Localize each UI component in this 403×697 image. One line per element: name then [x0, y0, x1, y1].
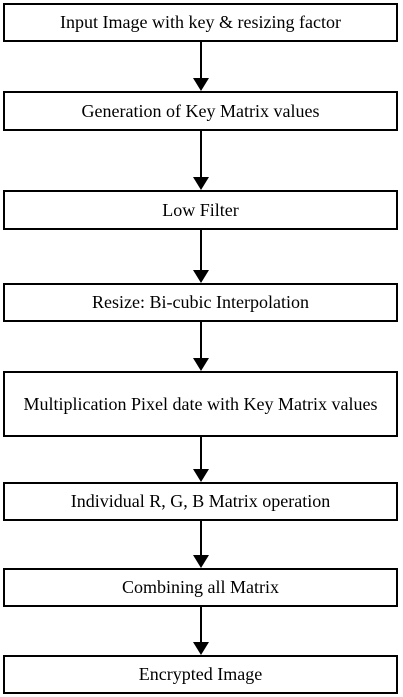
arrow-shaft: [200, 521, 202, 559]
step-label: Encrypted Image: [138, 664, 263, 684]
step-label: Low Filter: [162, 199, 239, 220]
arrow-shaft: [200, 131, 202, 181]
arrow-shaft: [200, 322, 202, 362]
flow-arrow: [193, 521, 209, 568]
arrow-head-icon: [193, 642, 209, 655]
step-resize-bicubic: Resize: Bi-cubic Interpolation: [3, 283, 398, 322]
step-label: Multiplication Pixel date with Key Matri…: [23, 393, 378, 414]
arrow-head-icon: [193, 469, 209, 482]
flow-arrow: [193, 131, 209, 190]
arrow-shaft: [200, 607, 202, 646]
step-pixel-multiplication: Multiplication Pixel date with Key Matri…: [3, 371, 398, 437]
flow-arrow: [193, 230, 209, 283]
step-input-image: Input Image with key & resizing factor: [3, 3, 398, 42]
step-label: Input Image with key & resizing factor: [60, 12, 341, 32]
flow-arrow: [193, 437, 209, 482]
arrow-shaft: [200, 42, 202, 82]
step-combining-matrix: Combining all Matrix: [3, 568, 398, 607]
step-key-matrix-generation: Generation of Key Matrix values: [3, 91, 398, 131]
step-encrypted-image: Encrypted Image: [3, 655, 398, 694]
step-label: Generation of Key Matrix values: [81, 100, 320, 121]
step-rgb-matrix-operation: Individual R, G, B Matrix operation: [3, 482, 398, 521]
step-label: Combining all Matrix: [122, 577, 279, 597]
arrow-shaft: [200, 230, 202, 274]
arrow-head-icon: [193, 270, 209, 283]
step-low-filter: Low Filter: [3, 190, 398, 230]
arrow-shaft: [200, 437, 202, 473]
arrow-head-icon: [193, 177, 209, 190]
step-label: Individual R, G, B Matrix operation: [70, 491, 331, 511]
arrow-head-icon: [193, 358, 209, 371]
flow-arrow: [193, 322, 209, 371]
arrow-head-icon: [193, 555, 209, 568]
flow-arrow: [193, 42, 209, 91]
arrow-head-icon: [193, 78, 209, 91]
step-label: Resize: Bi-cubic Interpolation: [92, 292, 309, 312]
flow-arrow: [193, 607, 209, 655]
